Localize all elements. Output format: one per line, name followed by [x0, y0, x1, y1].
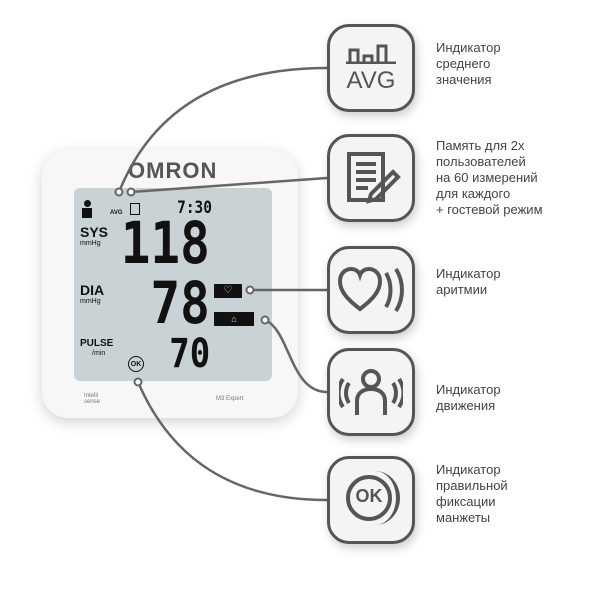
- memory-indicator-icon: [130, 203, 140, 215]
- sys-unit: mmHg: [80, 240, 101, 247]
- cuff-ok-indicator: OK: [128, 356, 144, 372]
- connector-avg: [117, 66, 328, 193]
- ok-text: OK: [355, 486, 383, 506]
- model-name: M3 Expert: [216, 396, 244, 402]
- connector-movement: [264, 318, 328, 394]
- dia-value: 78: [150, 269, 210, 337]
- pulse-unit: /min: [92, 350, 106, 357]
- lcd-screen: AVG 7:30 SYS mmHg 118 DIA mmHg 78 ♡ ⌂ PU…: [74, 188, 272, 381]
- dia-unit: mmHg: [80, 298, 101, 305]
- user-icon: [82, 200, 92, 218]
- pulse-value: 70: [169, 331, 210, 377]
- avg-icon: AVG: [327, 24, 415, 112]
- cuff-ok-icon: OK: [327, 456, 415, 544]
- arrhythmia-heart-icon: [327, 246, 415, 334]
- connector-ok: [136, 381, 328, 502]
- brand-logo: OMRON: [128, 158, 218, 183]
- movement-person-icon: [327, 348, 415, 436]
- memory-note-icon: [327, 134, 415, 222]
- avg-text: AVG: [346, 66, 396, 94]
- arrhythmia-indicator: ♡: [214, 284, 242, 298]
- time-display: 7:30: [177, 198, 212, 218]
- avg-indicator: AVG: [110, 210, 123, 216]
- sys-label: SYS: [80, 224, 109, 240]
- pulse-label: PULSE: [80, 338, 114, 349]
- movement-indicator: ⌂: [214, 312, 254, 326]
- intellisense-logo: Intelli sense: [84, 393, 101, 405]
- sys-value: 118: [120, 209, 210, 277]
- dia-label: DIA: [80, 282, 105, 298]
- connector-memory: [130, 176, 328, 194]
